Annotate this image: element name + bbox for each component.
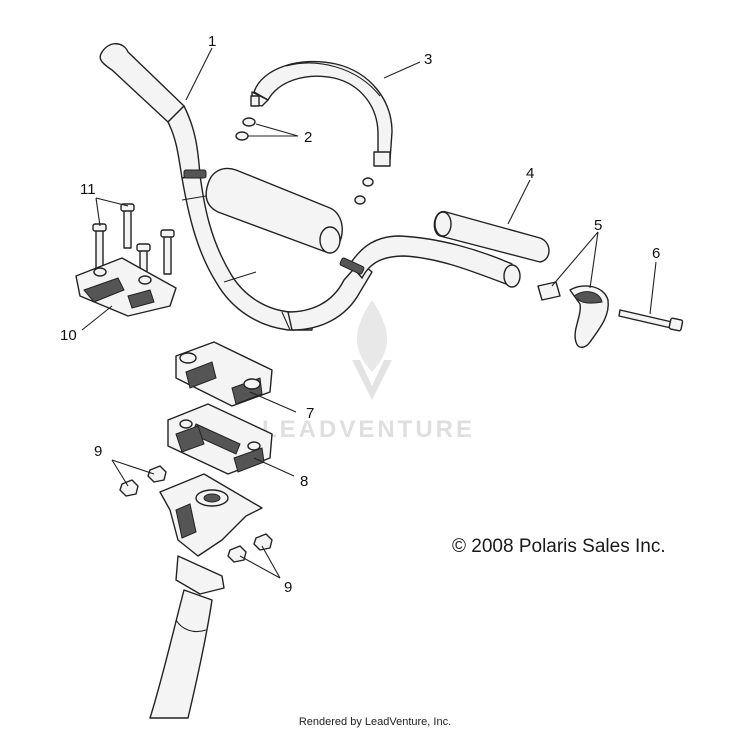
- callout-2: 2: [304, 129, 312, 146]
- callout-11: 11: [80, 181, 96, 198]
- callout-5: 5: [594, 217, 602, 234]
- copyright-text: © 2008 Polaris Sales Inc.: [452, 536, 666, 557]
- riser-block[interactable]: [167, 403, 273, 475]
- lock-nuts[interactable]: [119, 465, 273, 563]
- callout-9-upper: 9: [94, 443, 102, 460]
- handlebar[interactable]: [99, 43, 521, 331]
- throttle-assembly[interactable]: [537, 281, 609, 348]
- callout-6: 6: [652, 245, 660, 262]
- right-grip[interactable]: [433, 211, 550, 263]
- pad-nuts[interactable]: [235, 117, 374, 205]
- upper-clamp[interactable]: [75, 257, 177, 317]
- leader-lines: [81, 47, 657, 579]
- callout-3: 3: [424, 51, 432, 68]
- callout-9-lower: 9: [284, 579, 292, 596]
- callout-1: 1: [208, 33, 216, 50]
- callout-4: 4: [526, 165, 534, 182]
- steering-post: [149, 473, 263, 719]
- crossbar-pad[interactable]: [250, 60, 393, 167]
- callout-10: 10: [60, 327, 77, 344]
- callout-7: 7: [306, 405, 314, 422]
- throttle-screw[interactable]: [618, 309, 684, 332]
- watermark-text: LEADVENTURE: [262, 416, 475, 443]
- callout-8: 8: [300, 473, 308, 490]
- footer-credit: Rendered by LeadVenture, Inc.: [298, 716, 452, 728]
- callout-labels: 1 2 3 4 5 6 7 8 9 9 10 11: [60, 33, 660, 596]
- watermark-logo: LEADVENTURE: [262, 300, 475, 443]
- clamp-block[interactable]: [175, 341, 273, 407]
